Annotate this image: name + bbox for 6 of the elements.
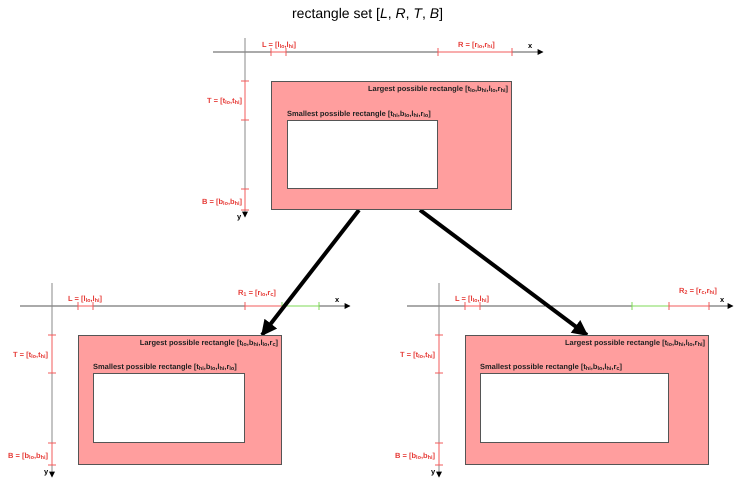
arrow bbox=[418, 208, 588, 337]
arrow bbox=[260, 208, 361, 336]
rectangle bbox=[78, 335, 282, 465]
rectangle bbox=[465, 335, 709, 465]
rectangle bbox=[271, 81, 512, 210]
title: rectangle set [L, R, T, B] bbox=[292, 5, 443, 21]
